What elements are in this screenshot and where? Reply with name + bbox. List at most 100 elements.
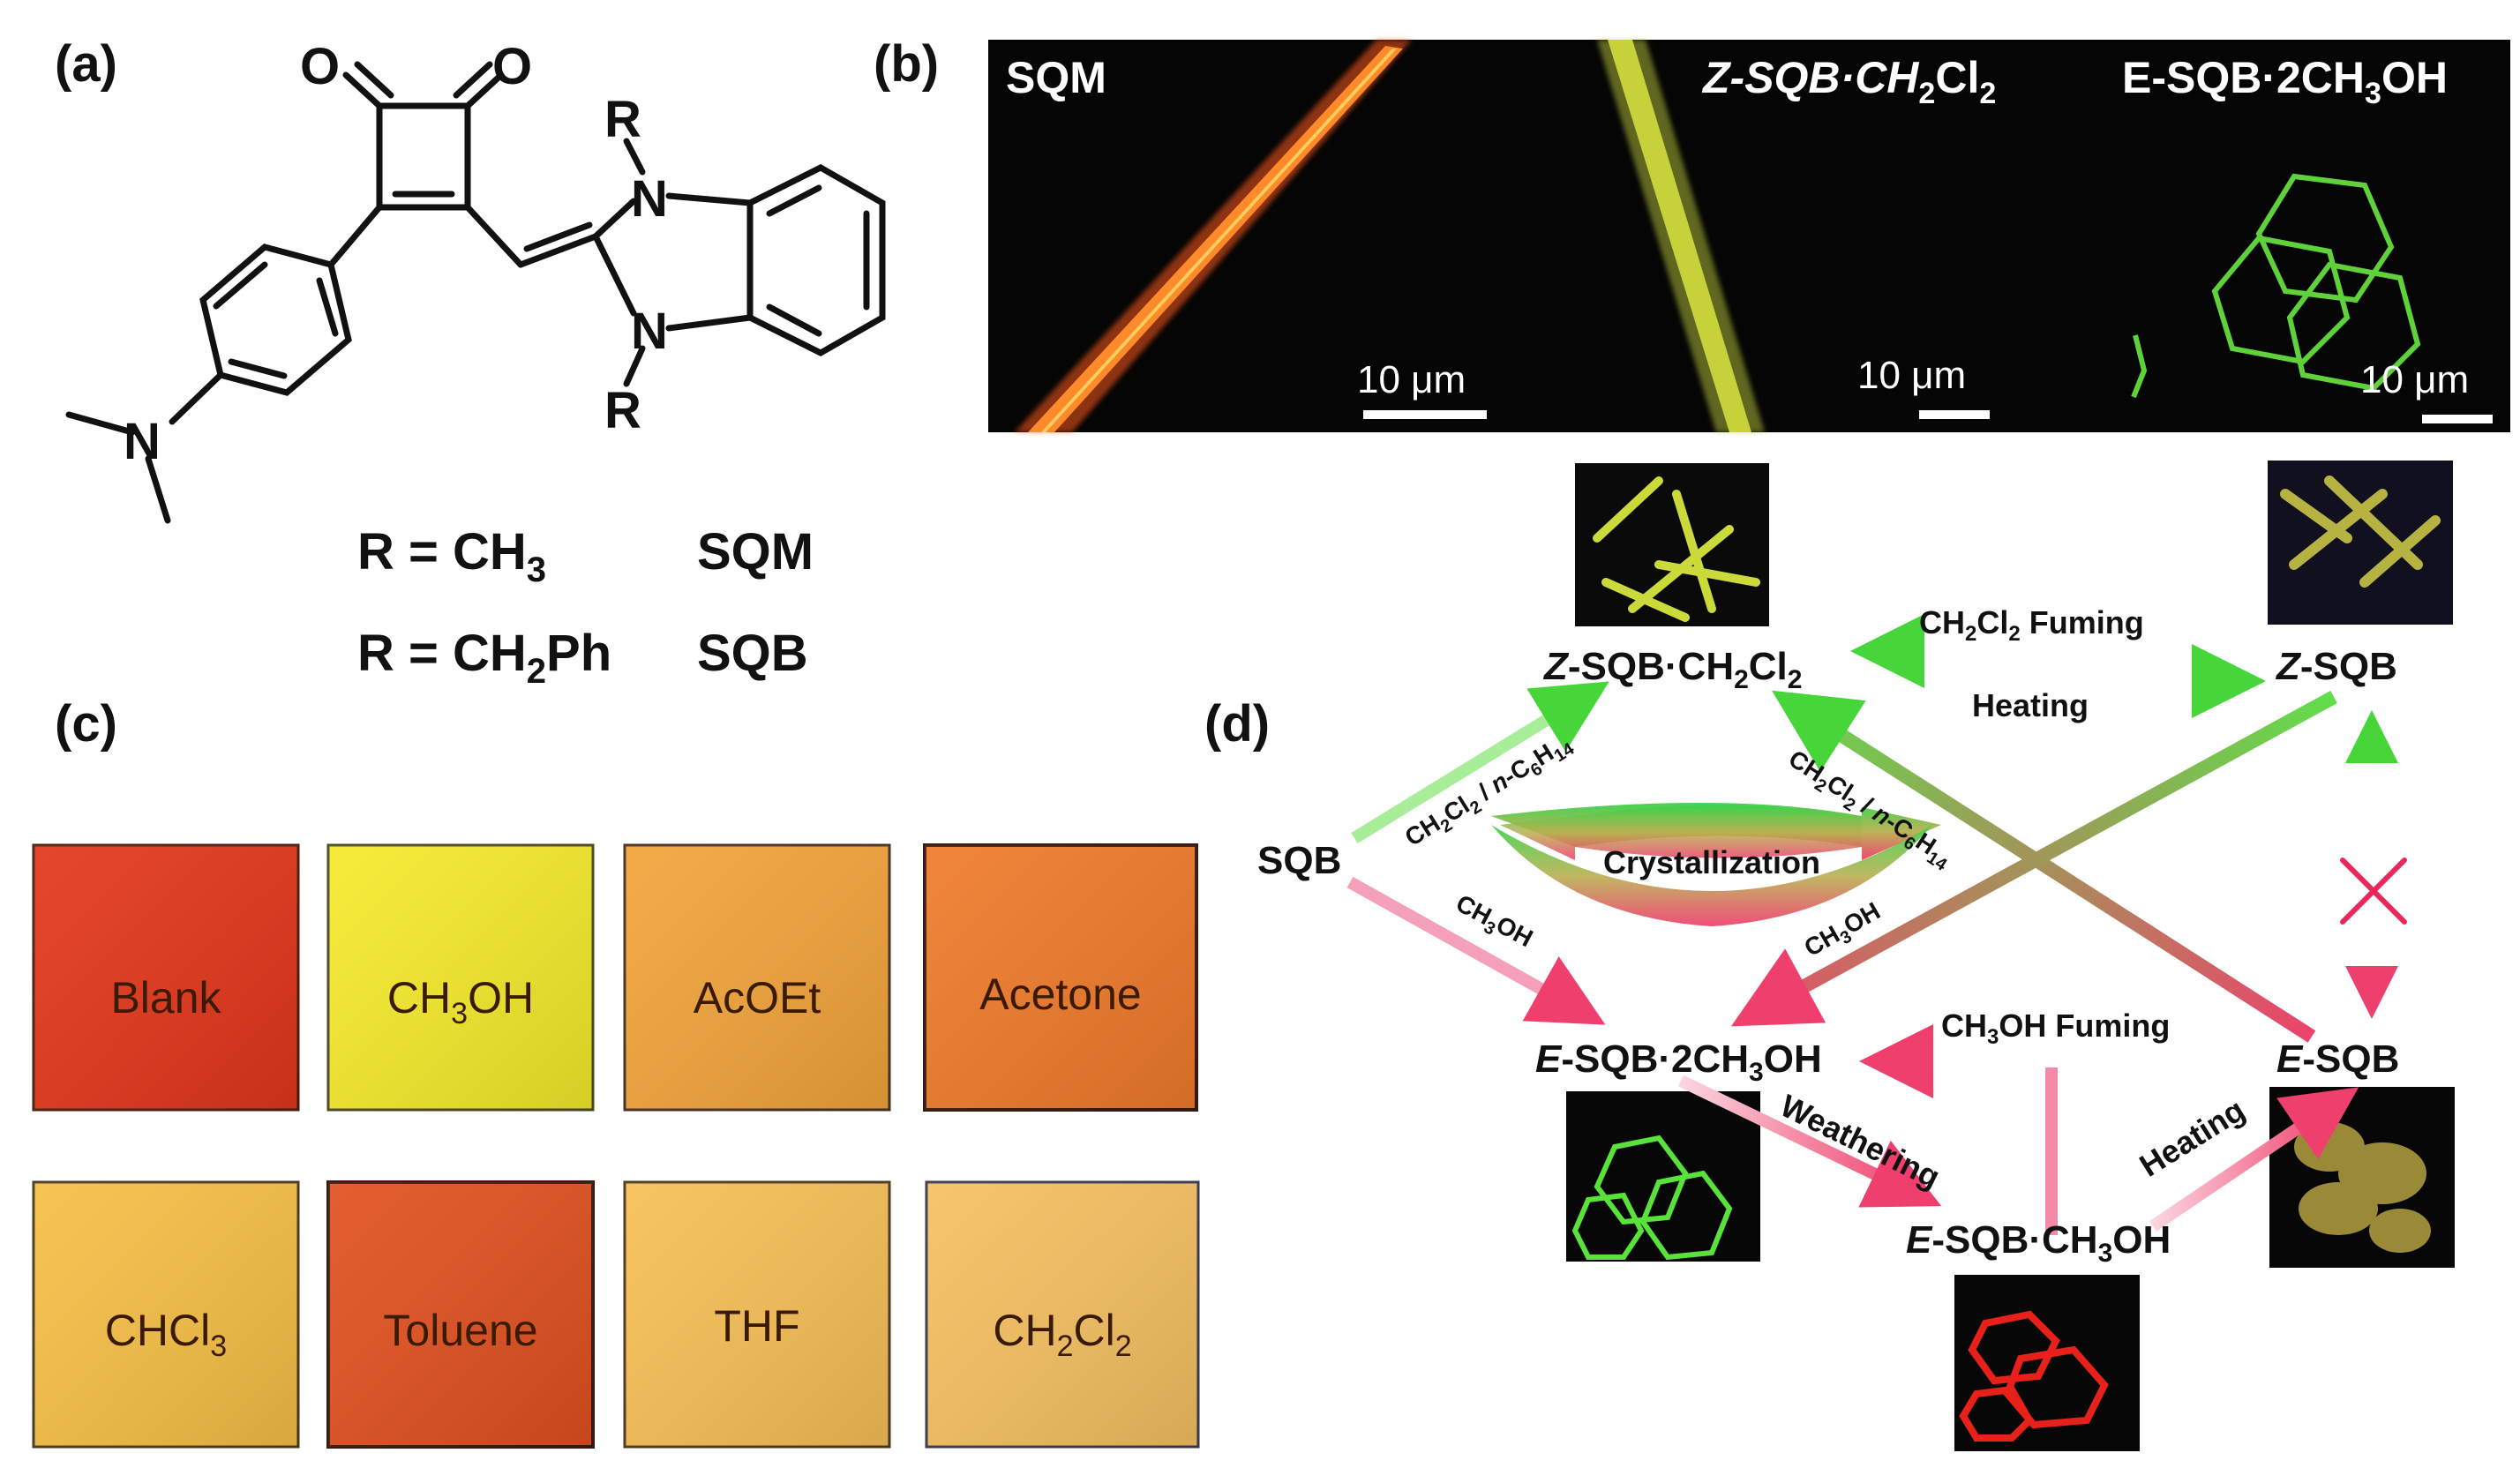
caption-text: Z-SQB·CH xyxy=(1701,53,1919,102)
micrograph-e-sqb-meoh2 xyxy=(2131,173,2421,399)
node-prefix: E xyxy=(1535,1037,1563,1081)
scale-bar-3 xyxy=(2422,415,2493,423)
edge-sub: 3 xyxy=(1987,1025,1999,1049)
panel-label-b: (b) xyxy=(874,35,939,93)
micrograph-z-sqb-dcm xyxy=(1597,40,1765,432)
edge-text: CH xyxy=(1400,809,1445,851)
swatch-label: CH3OH xyxy=(387,973,534,1030)
thumb-z-sqb xyxy=(2268,461,2453,625)
caption-text: E-SQB·2CH xyxy=(2122,53,2365,102)
swatch-label-sub: 3 xyxy=(210,1329,227,1363)
molecule-structure xyxy=(65,61,886,524)
transformation-diagram: SQB Z-SQB·CH2Cl2 Z-SQB E-SQB·2CH3OH E-SQ… xyxy=(1257,461,2455,1451)
swatch-label: CH2Cl2 xyxy=(993,1306,1131,1363)
node-prefix: Z xyxy=(2275,645,2302,688)
atom-n-top: N xyxy=(631,170,668,228)
node-z-sqb: Z-SQB xyxy=(2275,645,2397,688)
node-e-sqb-meoh: E-SQB·CH3OH xyxy=(1906,1218,2171,1268)
swatch-label-tail: Cl xyxy=(1074,1306,1115,1355)
node-prefix: Z xyxy=(1542,645,1570,688)
node-text: -SQB·CH xyxy=(1931,1218,2097,1262)
panel-label-a: (a) xyxy=(55,35,117,93)
legend-r-sub: 3 xyxy=(527,550,546,589)
swatch-label: Acetone xyxy=(979,970,1141,1019)
node-z-sqb-dcm: Z-SQB·CH2Cl2 xyxy=(1542,645,1802,694)
swatch-label: Toluene xyxy=(383,1306,537,1355)
edge-text-2: OH xyxy=(1492,910,1538,952)
crystallization-arrows xyxy=(1491,803,1941,926)
node-text-2: OH xyxy=(2112,1218,2171,1262)
swatch-acoet: AcOEt xyxy=(623,843,891,1112)
legend-r-text: R = CH xyxy=(357,625,527,682)
node-text: -SQB·CH xyxy=(1568,645,1734,688)
caption-text: SQM xyxy=(1006,53,1106,102)
edge-text: CH xyxy=(1941,1007,1987,1044)
micrograph-sqm xyxy=(1015,40,1412,432)
atom-n-bottom: N xyxy=(631,303,668,360)
node-text: -SQB xyxy=(2302,1037,2399,1081)
node-e-sqb-meoh2: E-SQB·2CH3OH xyxy=(1535,1037,1822,1087)
micrograph-caption-2: Z-SQB·CH2Cl2 xyxy=(1701,53,1996,110)
caption-sub-2: 2 xyxy=(1979,77,1996,110)
scale-bar-1 xyxy=(1363,410,1487,419)
atom-n-amine: N xyxy=(124,413,161,470)
swatch-label-sub: 3 xyxy=(451,997,468,1030)
swatch-label: CHCl3 xyxy=(105,1306,227,1363)
swatch-label: Blank xyxy=(110,973,221,1022)
micrograph-strip: SQM Z-SQB·CH2Cl2 E-SQB·2CH3OH 10 μm 10 μ… xyxy=(988,40,2510,432)
arrow-sqb-to-z xyxy=(1351,681,1609,843)
edge-fuming-dcm: CH2Cl2 Fuming xyxy=(1919,604,2144,646)
atom-o-right: O xyxy=(492,38,532,95)
arrows xyxy=(1346,614,2398,1235)
edge-crystallization: Crystallization xyxy=(1603,844,1820,880)
swatch-ch3oh: CH3OH xyxy=(326,843,595,1112)
node-text: -SQB·2CH xyxy=(1561,1037,1749,1081)
edge-heating-top: Heating xyxy=(1972,687,2089,723)
node-sub: 3 xyxy=(2098,1239,2113,1268)
caption-sub: 3 xyxy=(2365,77,2381,110)
thumb-e-sqb-meoh xyxy=(1954,1275,2140,1451)
legend-name-sqm: SQM xyxy=(697,523,814,580)
swatch-label-main: CHCl xyxy=(105,1306,210,1355)
swatch-label-sub: 2 xyxy=(1057,1329,1074,1363)
edge-sub: 2 xyxy=(1965,622,1976,646)
node-prefix: E xyxy=(2276,1037,2304,1081)
node-text: -SQB xyxy=(2300,645,2397,688)
swatch-grid: Blank CH3OH AcOEt Acetone CHCl3 Toluene xyxy=(32,843,1200,1449)
swatch-label-sub-2: 2 xyxy=(1115,1329,1132,1363)
arrow-z-to-e xyxy=(1730,690,2337,1027)
atom-o-left: O xyxy=(300,38,340,95)
scale-bar-2 xyxy=(1919,410,1990,419)
node-prefix: E xyxy=(1906,1218,1933,1262)
edge-fuming-meoh: CH3OH Fuming xyxy=(1941,1007,2170,1049)
swatch-ch2cl2: CH2Cl2 xyxy=(925,1180,1200,1449)
arrow-sqb-to-e xyxy=(1346,876,1606,1025)
thumb-e-sqb xyxy=(2269,1087,2455,1268)
node-text-2: Cl xyxy=(1749,645,1788,688)
legend-row-sqb: R = CH2Ph xyxy=(357,625,611,691)
scale-label-1: 10 μm xyxy=(1357,358,1466,401)
legend-r-text: R = CH xyxy=(357,523,527,580)
swatch-blank: Blank xyxy=(32,843,300,1112)
edge-text: CH xyxy=(1800,920,1845,962)
arrow-heating-bottom xyxy=(2149,1087,2359,1232)
edge-text-2: Cl xyxy=(1976,604,2008,640)
legend-row-sqm: R = CH3 xyxy=(357,523,546,589)
swatch-label-main: CH xyxy=(387,973,451,1022)
scale-label-3: 10 μm xyxy=(2360,358,2469,401)
panel-label-c: (c) xyxy=(55,695,117,753)
panel-label-d: (d) xyxy=(1204,695,1270,753)
node-sqb: SQB xyxy=(1257,839,1341,882)
swatch-toluene: Toluene xyxy=(326,1180,595,1449)
arrow-e-to-z xyxy=(1772,690,2316,1043)
atom-r-bottom: R xyxy=(604,382,641,439)
swatch-label: THF xyxy=(714,1301,799,1351)
legend-r-tail: Ph xyxy=(546,625,611,682)
blocked-cross-icon xyxy=(2340,858,2407,925)
thumb-e-sqb-meoh2 xyxy=(1566,1091,1760,1262)
caption-text-2: OH xyxy=(2381,53,2448,102)
node-sub-2: 2 xyxy=(1788,665,1803,694)
swatch-thf: THF xyxy=(623,1180,891,1449)
swatch-chcl3: CHCl3 xyxy=(32,1180,300,1449)
caption-sub: 2 xyxy=(1918,77,1935,110)
